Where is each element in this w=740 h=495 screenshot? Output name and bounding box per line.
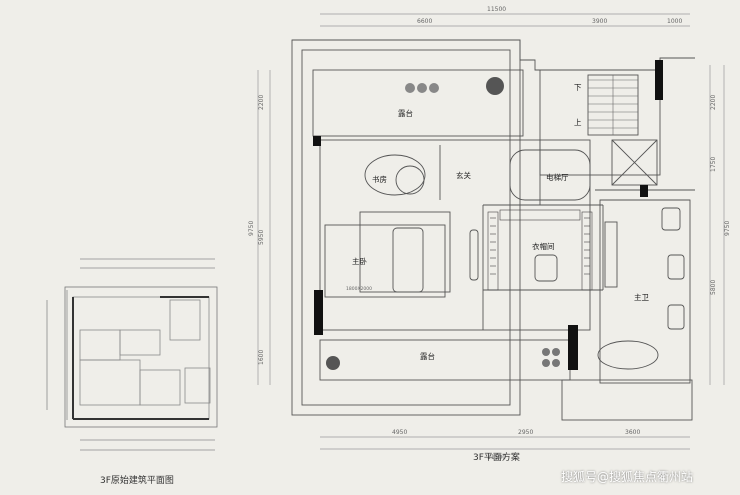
dim-right-a: 2200 [710, 95, 717, 110]
dim-top-total: 11500 [487, 6, 506, 13]
stair-up-label: 上 [574, 118, 582, 127]
room-study: 书房 [372, 174, 387, 184]
dim-top-c: 1000 [667, 18, 682, 25]
dim-top-b: 3900 [592, 18, 607, 25]
dim-left-b: 5950 [258, 230, 265, 245]
dim-right-c: 5800 [710, 280, 717, 295]
dim-bottom-a: 4950 [392, 429, 407, 436]
room-foyer: 玄关 [456, 170, 471, 180]
room-labels: 露台 玄关 书房 电梯厅 主卧 衣帽间 主卫 露台 1800X2000 下 上 [346, 83, 649, 361]
terrace-top-area [312, 69, 524, 137]
original-plan-caption: 3F原始建筑平面图 [100, 476, 174, 486]
dim-left-a: 2200 [258, 95, 265, 110]
room-master-bath: 主卫 [634, 292, 649, 302]
room-elevator-hall: 电梯厅 [546, 172, 569, 182]
structural-walls [313, 60, 663, 370]
proposal-plan-caption: 3F平面方案 [473, 453, 520, 463]
terrace-bottom-area [319, 339, 571, 381]
dim-bottom-c: 3600 [625, 429, 640, 436]
dimension-lines [257, 13, 725, 450]
dim-right-b: 1750 [710, 157, 717, 172]
dim-left-total: 9750 [248, 221, 255, 236]
dim-bottom-total: 11500 [487, 454, 506, 461]
dim-right-total: 9750 [724, 221, 731, 236]
dim-bottom-b: 2950 [518, 429, 533, 436]
room-walk-in-closet: 衣帽间 [532, 241, 555, 251]
watermark: 搜狐号@搜狐焦点衢州站 [561, 470, 694, 484]
room-terrace-bottom: 露台 [420, 351, 435, 361]
plants [326, 77, 560, 370]
dim-top-a: 6600 [417, 18, 432, 25]
room-terrace-top: 露台 [398, 108, 413, 118]
room-master-bedroom: 主卧 [352, 256, 367, 266]
closet-rails [487, 209, 593, 291]
original-floor-plan [46, 258, 218, 451]
stairs [588, 75, 638, 135]
dimension-labels-vertical: 2200 9750 5950 1600 2200 1750 9750 5800 [248, 95, 731, 365]
stair-down-label: 下 [574, 83, 582, 92]
main-plan-outline [291, 39, 695, 421]
dim-left-c: 1600 [258, 350, 265, 365]
bed-size-label: 1800X2000 [346, 286, 372, 292]
dimension-labels: 11500 6600 3900 1000 4950 2950 3600 1150… [392, 6, 682, 461]
